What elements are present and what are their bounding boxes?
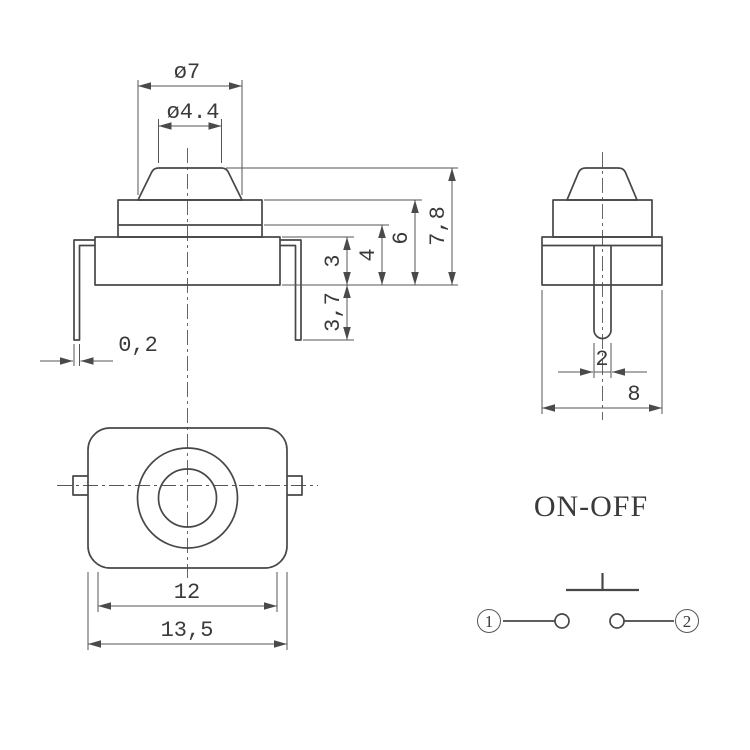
dim-mid-height: 4	[356, 225, 386, 285]
bottom-boss-circle	[136, 447, 239, 549]
dim-label-pin-width: 2	[595, 347, 608, 372]
front-housing-outline	[117, 199, 263, 238]
switch-schematic: ON-OFF 1 2	[477, 490, 699, 633]
terminal-2-label: 2	[683, 612, 692, 631]
dim-total-height: 7,8	[426, 168, 456, 285]
dim-label-mount-width: 12	[174, 580, 200, 605]
dim-label-overall-width: 13,5	[161, 618, 214, 643]
bottom-body-outline	[87, 427, 288, 569]
front-cap-outline	[137, 167, 243, 201]
side-view: 2 8	[541, 152, 663, 420]
terminal-1-marker: 1	[477, 609, 501, 633]
dim-pin-width: 2	[558, 343, 647, 378]
dim-label-body-height: 3	[321, 254, 346, 267]
dim-label-total-height: 7,8	[426, 206, 451, 246]
front-right-lead-outline	[280, 239, 302, 341]
terminal-2-marker: 2	[675, 609, 699, 633]
terminal-2-circle	[675, 609, 699, 633]
front-view: ø7 ø4.4 3 3,7 4	[40, 60, 458, 578]
dim-body-height: 3	[321, 237, 351, 285]
dim-overall-width: 13,5	[87, 572, 288, 650]
dim-cap-diameter: ø7	[137, 60, 243, 195]
dim-depth: 8	[541, 290, 663, 414]
dim-lead-thickness: 0,2	[40, 333, 158, 366]
right-contact-circle	[609, 613, 625, 629]
side-lead-pin-outline	[593, 245, 612, 340]
dim-label-cap-diameter: ø7	[174, 60, 200, 85]
dim-label-stem-diameter: ø4.4	[167, 100, 220, 125]
bottom-stem-circle	[157, 468, 218, 528]
left-contact-circle	[554, 613, 570, 629]
dim-label-lead-length: 3,7	[321, 292, 346, 332]
front-left-lead-outline	[73, 239, 95, 341]
bottom-view: 12 13,5	[57, 427, 318, 650]
dim-stem-diameter: ø4.4	[158, 100, 222, 163]
dim-label-lead-thickness: 0,2	[118, 333, 158, 358]
dim-upper-height: 6	[389, 200, 419, 285]
terminal-1-label: 1	[485, 612, 494, 631]
terminal-1-circle	[477, 609, 501, 633]
dim-mount-width: 12	[97, 572, 278, 612]
dim-label-upper-height: 6	[389, 231, 414, 244]
dim-label-mid-height: 4	[356, 248, 381, 261]
schematic-title: ON-OFF	[534, 490, 648, 523]
bottom-left-lead-tab	[72, 475, 88, 496]
dim-lead-length: 3,7	[321, 285, 351, 340]
bottom-right-lead-tab	[287, 475, 303, 496]
dim-label-depth: 8	[627, 382, 640, 407]
front-body-outline	[94, 236, 281, 286]
side-cap-outline	[566, 167, 638, 201]
side-body-outline	[541, 236, 663, 286]
